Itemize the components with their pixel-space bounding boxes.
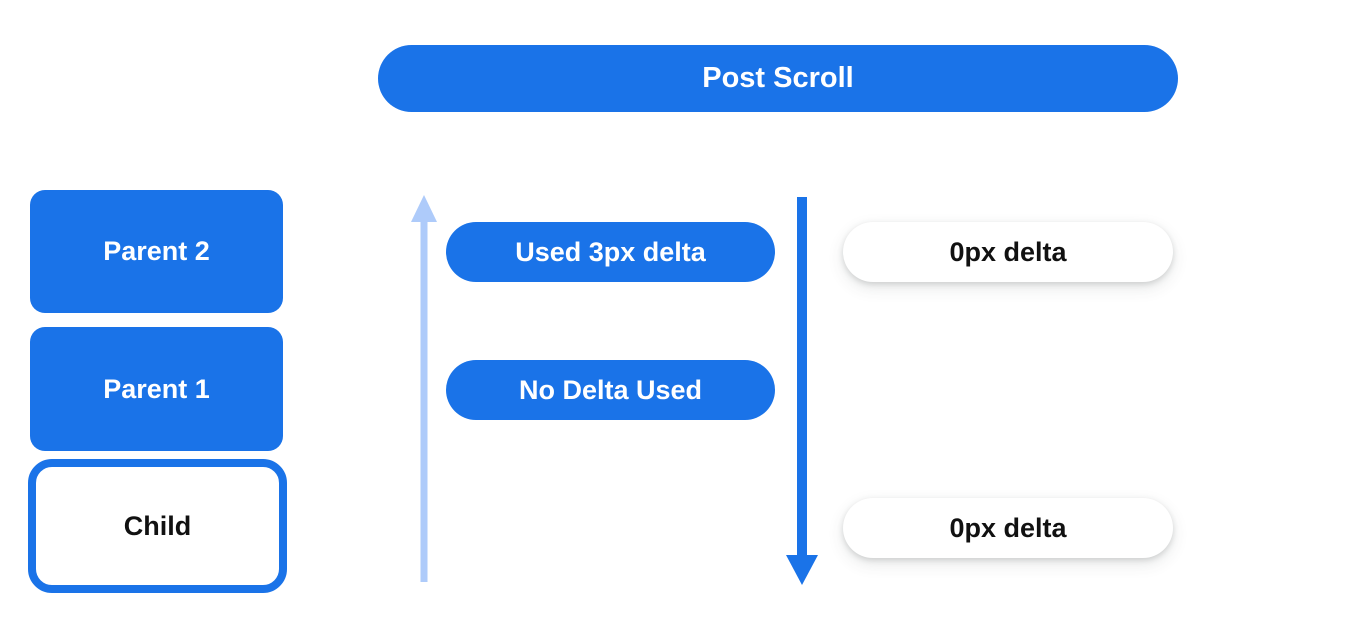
up-arrow-shaft xyxy=(420,217,428,582)
parent-1-box: Parent 1 xyxy=(30,327,283,451)
post-scroll-banner: Post Scroll xyxy=(378,45,1178,112)
zero-delta-top-label: 0px delta xyxy=(949,236,1067,267)
down-arrowhead-icon xyxy=(786,555,818,585)
down-arrow-icon xyxy=(786,197,818,585)
parent-2-box: Parent 2 xyxy=(30,190,283,313)
used-delta-pill: Used 3px delta xyxy=(446,222,775,282)
child-box: Child xyxy=(28,459,287,593)
post-scroll-banner-label: Post Scroll xyxy=(702,62,854,94)
zero-delta-top-pill: 0px delta xyxy=(843,222,1173,282)
zero-delta-bottom-label: 0px delta xyxy=(949,512,1067,543)
down-arrow-shaft xyxy=(797,197,807,559)
no-delta-label: No Delta Used xyxy=(518,374,703,405)
zero-delta-bottom-pill: 0px delta xyxy=(843,498,1173,558)
used-delta-label: Used 3px delta xyxy=(515,236,706,267)
child-label: Child xyxy=(123,510,192,541)
up-arrow-icon xyxy=(410,195,438,585)
parent-1-label: Parent 1 xyxy=(103,373,210,404)
no-delta-pill: No Delta Used xyxy=(446,360,775,420)
parent-2-label: Parent 2 xyxy=(103,236,210,266)
